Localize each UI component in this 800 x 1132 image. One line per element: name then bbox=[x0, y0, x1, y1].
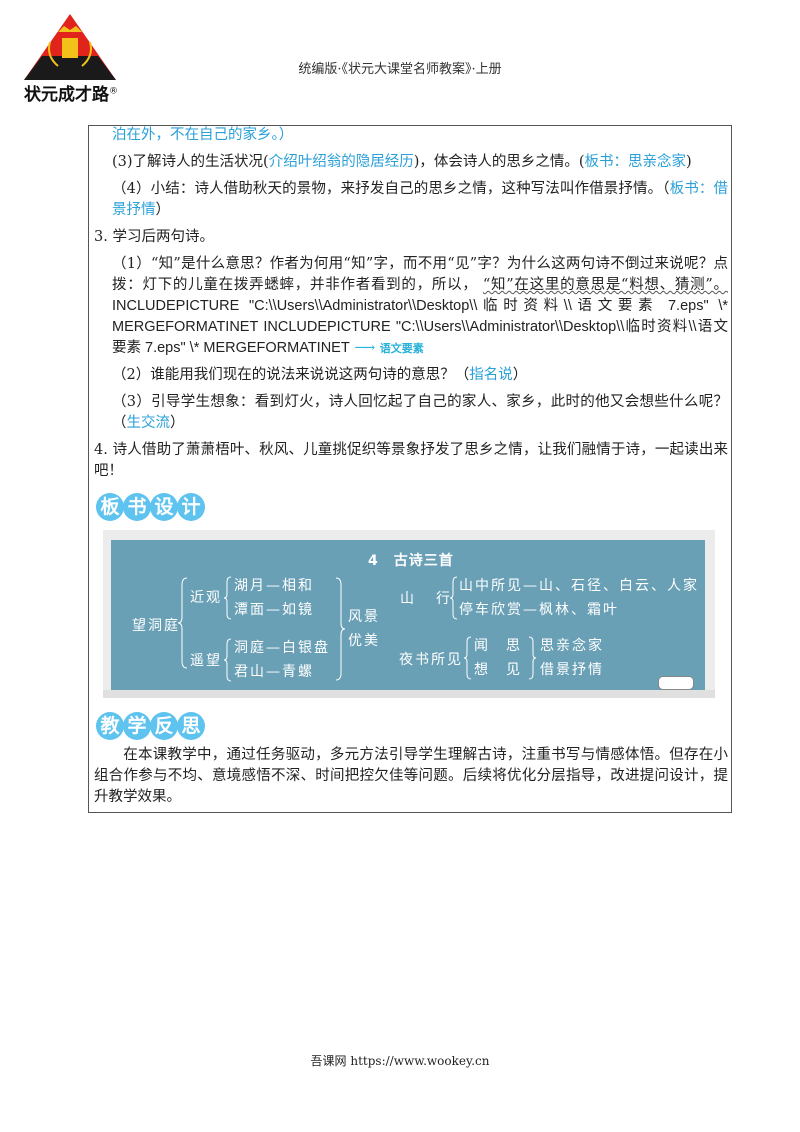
brace-right-icon bbox=[528, 636, 536, 680]
blackboard-surface bbox=[111, 540, 705, 690]
board-near-item: 湖月—相和 bbox=[234, 578, 314, 594]
board-summary: 优美 bbox=[348, 633, 380, 649]
question-2: （2）谁能用我们现在的说法来说说这两句诗的意思？（指名说） bbox=[112, 367, 528, 383]
logo-triangle-icon bbox=[24, 14, 116, 80]
board-poem-yeshusuojian: 夜书所见 bbox=[399, 652, 463, 668]
blackboard-ledge bbox=[103, 690, 715, 698]
content-frame bbox=[88, 125, 732, 813]
key-meaning: “知”在这里的意思是“料想、猜测”。 bbox=[482, 277, 728, 293]
brace-icon bbox=[224, 638, 232, 682]
board-poem2-item: 闻 思 bbox=[474, 638, 522, 654]
board-poem1-item: 山中所见—山、石径、白云、人家 bbox=[459, 578, 699, 594]
step-3-heading: 3. 学习后两句诗。 bbox=[94, 229, 214, 245]
brace-right-icon bbox=[335, 577, 345, 681]
reflection-text: 在本课教学中，通过任务驱动，多元方法引导学生理解古诗，注重书写与情感体悟。但存在… bbox=[94, 747, 728, 805]
brace-icon bbox=[178, 577, 188, 669]
board-poem2-summary: 借景抒情 bbox=[540, 662, 604, 678]
board-near-view: 近观 bbox=[190, 590, 222, 606]
logo-text: 状元成才路® bbox=[24, 85, 118, 105]
step-item-4: （4）小结：诗人借助秋天的景物，来抒发自己的思乡之情，这种写法叫作借景抒情。（板… bbox=[112, 181, 728, 218]
blackboard bbox=[103, 530, 715, 698]
brace-icon bbox=[224, 576, 232, 620]
brace-icon bbox=[464, 636, 472, 680]
board-poem2-item: 想 见 bbox=[474, 662, 522, 678]
board-far-item: 君山—青螺 bbox=[234, 664, 314, 680]
board-near-item: 潭面—如镜 bbox=[234, 602, 314, 618]
field-code-text: INCLUDEPICTURE "C:\\Users\\Administrator… bbox=[112, 298, 728, 356]
step-item-3: (3)了解诗人的生活状况(介绍叶绍翁的隐居经历)，体会诗人的思乡之情。(板书：思… bbox=[112, 154, 692, 170]
brace-icon bbox=[450, 576, 458, 620]
reflection-title: 教 学 反 思 bbox=[96, 712, 205, 740]
arrow-icon: ⟶ bbox=[354, 340, 376, 356]
page-header-title: 统编版·《状元大课堂名师教案》·上册 bbox=[298, 62, 502, 77]
question-3: （3）引导学生想象：看到灯火，诗人回忆起了自己的家人、家乡，此时的他又会想些什么… bbox=[112, 394, 728, 431]
board-title: 4 古诗三首 bbox=[368, 553, 454, 569]
board-far-view: 遥望 bbox=[190, 653, 222, 669]
board-poem-shanxing: 山 行 bbox=[400, 591, 454, 607]
board-design-title: 板 书 设 计 bbox=[96, 493, 205, 521]
eraser-icon bbox=[658, 676, 694, 690]
step-4: 4. 诗人借助了萧萧梧叶、秋风、儿童挑促织等景象抒发了思乡之情，让我们融情于诗，… bbox=[94, 442, 728, 479]
question-1: （1）“知”是什么意思？作者为何用“知”字，而不用“见”字？为什么这两句诗不倒过… bbox=[112, 256, 728, 356]
lesson-body: 泊在外，不在自己的家乡。） (3)了解诗人的生活状况(介绍叶绍翁的隐居经历)，体… bbox=[94, 125, 728, 488]
board-far-item: 洞庭—白银盘 bbox=[234, 640, 330, 656]
page-footer: 吾课网 https://www.wookey.cn bbox=[310, 1054, 490, 1068]
continuation-line: 泊在外，不在自己的家乡。） bbox=[112, 127, 294, 143]
board-poem2-summary: 思亲念家 bbox=[540, 638, 604, 654]
board-summary: 风景 bbox=[348, 609, 380, 625]
language-element-tag: 语文要素 bbox=[379, 342, 424, 355]
board-root-wangdongting: 望洞庭 bbox=[132, 618, 180, 634]
board-poem1-item: 停车欣赏—枫林、霜叶 bbox=[459, 602, 619, 618]
